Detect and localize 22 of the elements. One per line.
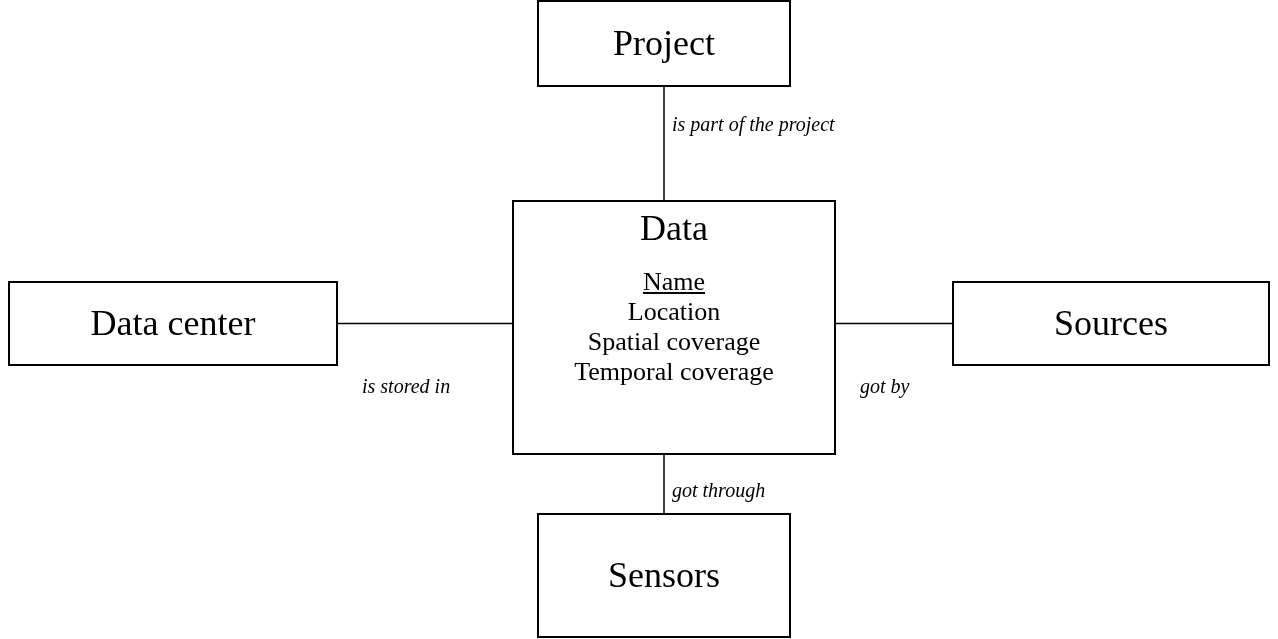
entity-box [952,281,1270,366]
attribute-text: Temporal coverage [574,356,774,387]
attribute-text: Location [627,296,721,327]
edge-label: got by [860,376,910,396]
entity-title: Sensors [608,554,720,597]
key-attribute: Name [642,267,706,297]
entity-box [537,0,791,87]
connector-line [663,454,665,514]
entity-title: Data [640,207,708,250]
connector-line [663,86,665,201]
entity-box [8,281,338,366]
edge-label: is part of the project [672,114,835,134]
connector-line [337,322,513,325]
entity-box [537,513,791,638]
connector-line [835,322,953,325]
entity-title: Project [613,22,715,65]
attribute-text: Spatial coverage [587,326,761,357]
edge-label: got through [672,480,766,500]
entity-box [512,200,836,455]
entity-title: Data center [90,302,256,345]
edge-label: is stored in [362,376,451,396]
entity-title: Sources [1054,302,1168,345]
